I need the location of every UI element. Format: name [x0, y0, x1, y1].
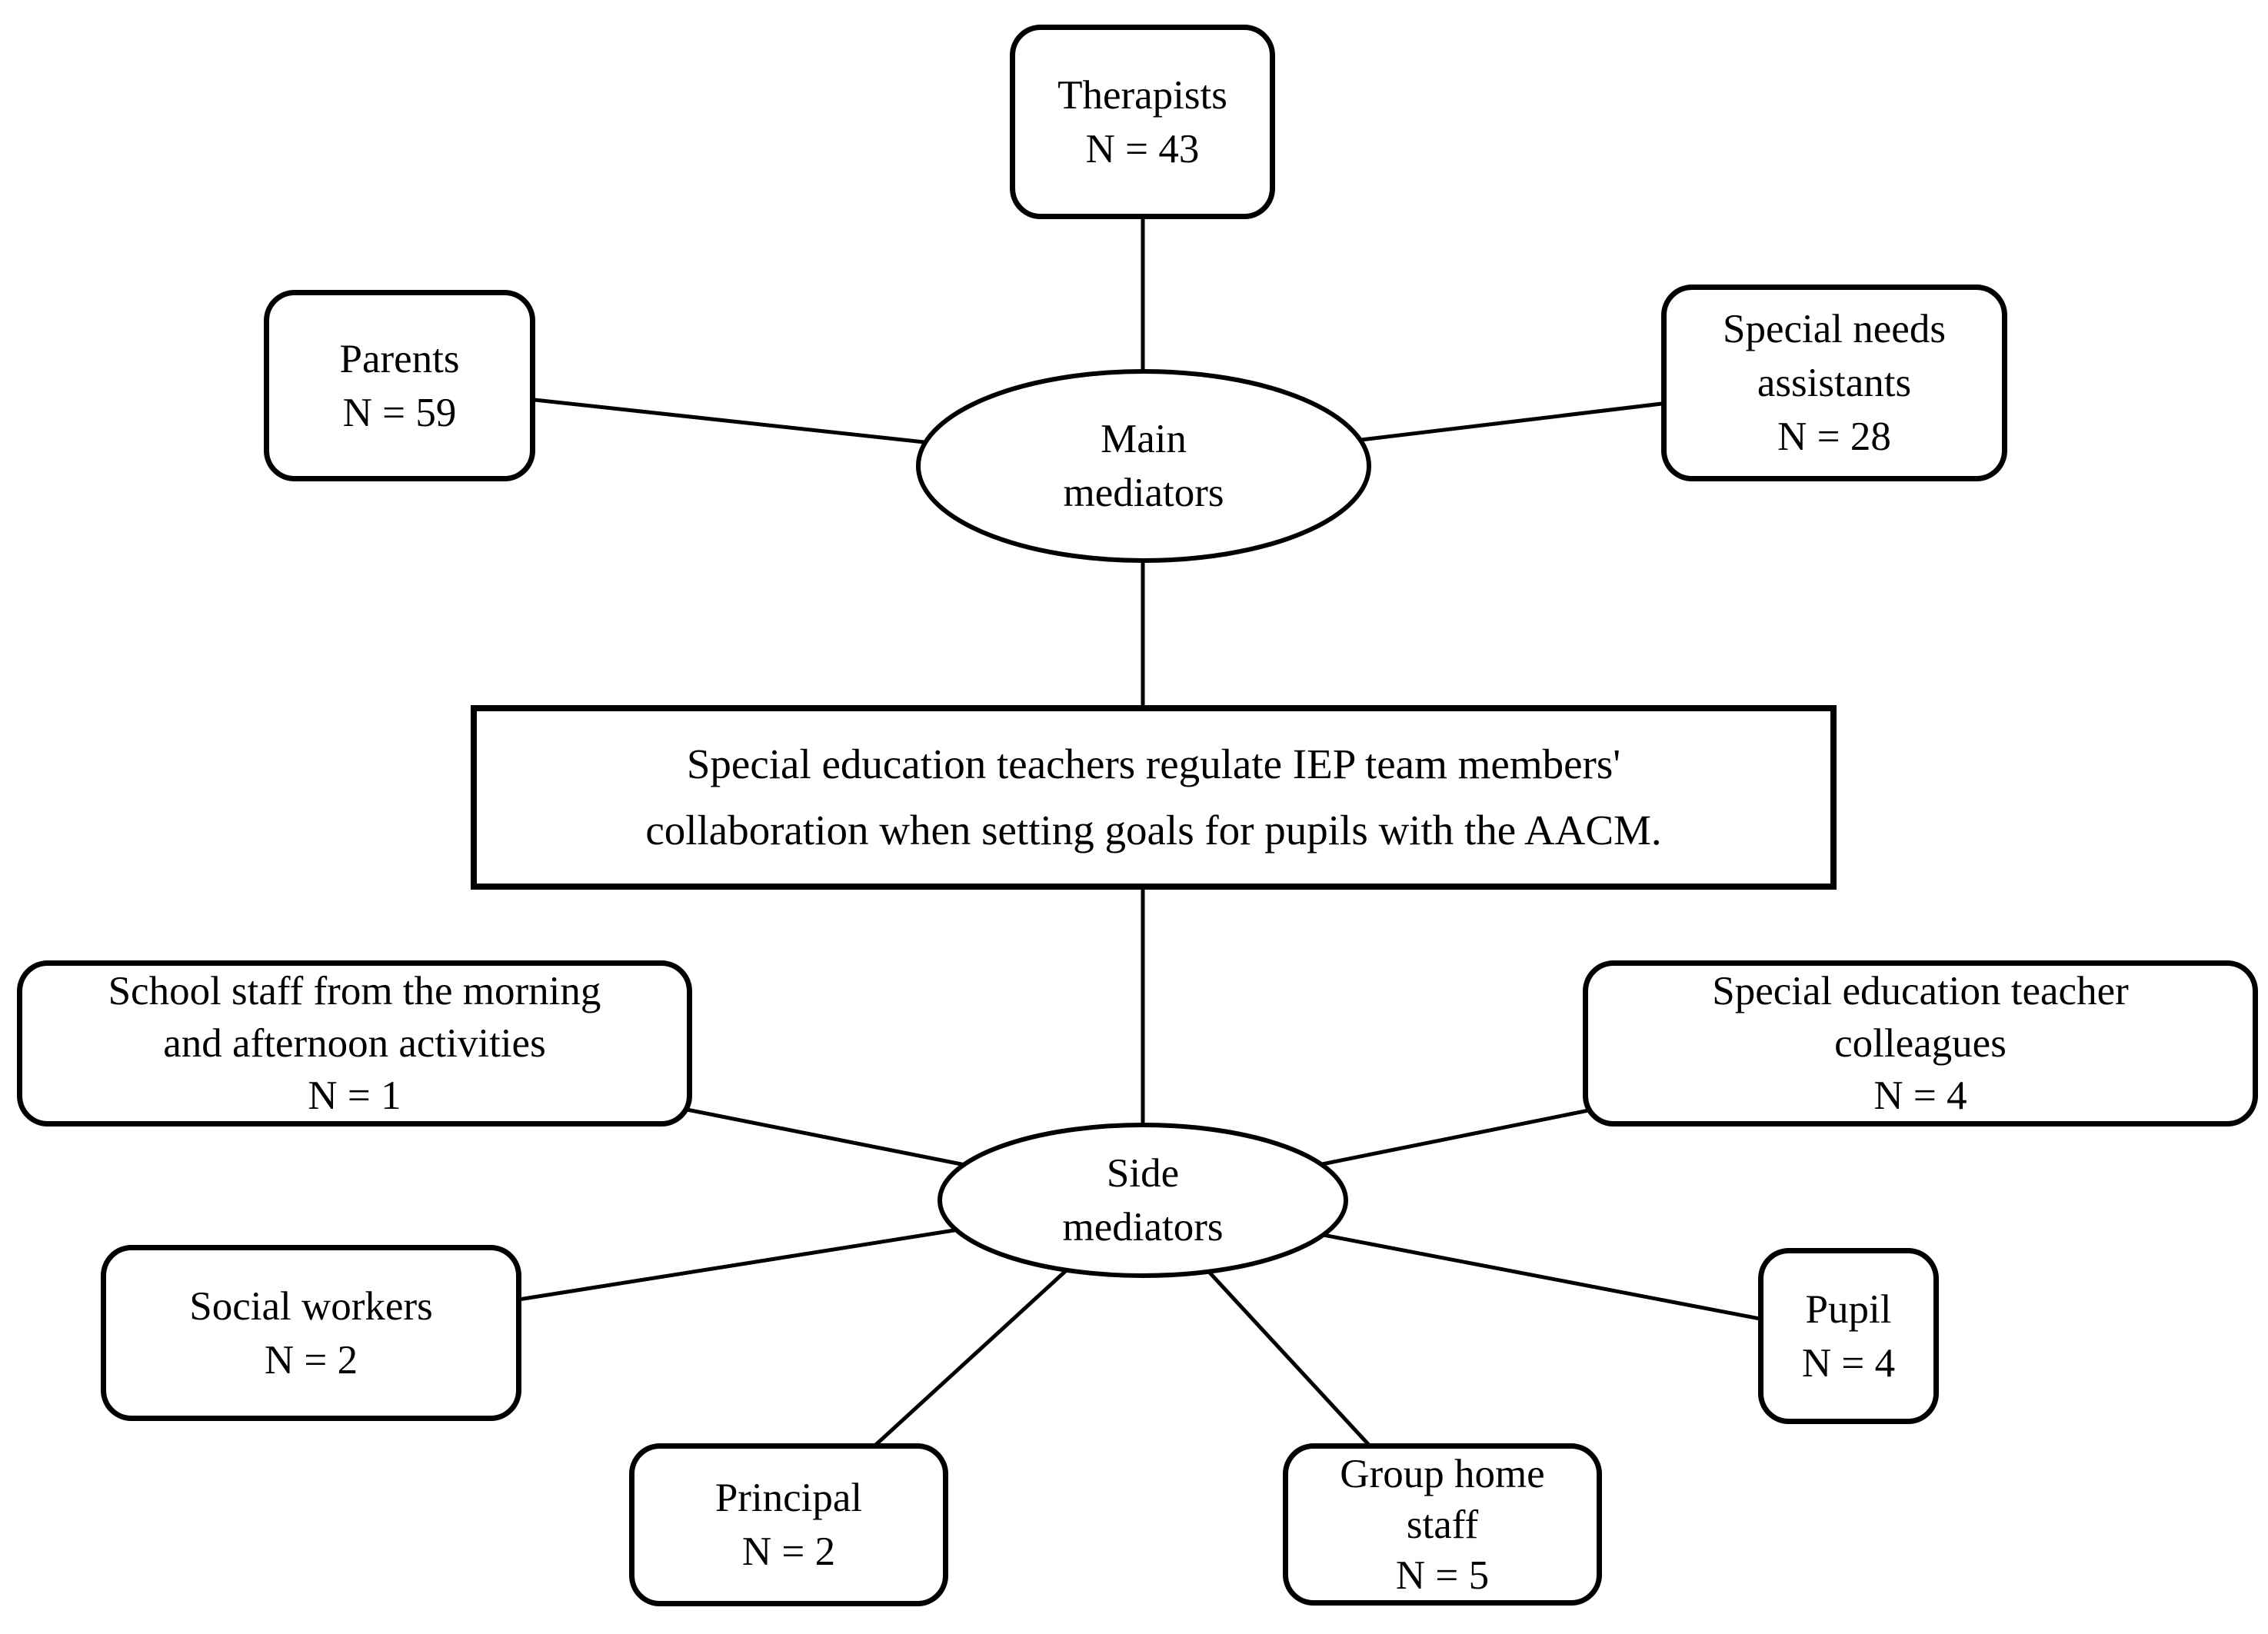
node-main-mediators-label: Main mediators [918, 371, 1369, 561]
node-label: mediators [1062, 1205, 1224, 1250]
node-parents: Parents N = 59 [264, 290, 535, 481]
node-count: N = 1 [308, 1073, 401, 1118]
node-side-mediators-ellipse [938, 1123, 1348, 1278]
statement-line: collaboration when setting goals for pup… [645, 807, 1662, 854]
node-label: Social workers [189, 1283, 433, 1329]
node-count: N = 4 [1873, 1073, 1967, 1118]
node-count: N = 43 [1085, 126, 1200, 171]
node-label: and afternoon activities [163, 1021, 546, 1066]
node-statement: Special education teachers regulate IEP … [471, 705, 1837, 890]
node-count: N = 59 [342, 390, 457, 435]
node-side-mediators-label: Side mediators [940, 1125, 1346, 1276]
statement-line: Special education teachers regulate IEP … [686, 740, 1621, 787]
node-therapists: Therapists N = 43 [1010, 25, 1275, 219]
node-special-needs-assistants: Special needs assistants N = 28 [1661, 285, 2007, 481]
node-label: Parents [339, 336, 460, 381]
node-label: Special education teacher [1712, 969, 2129, 1013]
node-label: Side [1106, 1151, 1180, 1196]
node-label: Special needs [1723, 307, 1946, 351]
node-label: staff [1406, 1502, 1479, 1547]
node-label: Principal [714, 1476, 863, 1520]
node-label: School staff from the morning [108, 969, 601, 1013]
node-social-workers: Social workers N = 2 [101, 1245, 521, 1421]
node-count: N = 2 [264, 1337, 358, 1383]
node-principal: Principal N = 2 [629, 1443, 948, 1606]
node-label: assistants [1757, 361, 1912, 405]
node-label: Therapists [1057, 72, 1227, 118]
node-group-home-staff: Group home staff N = 5 [1283, 1443, 1602, 1606]
node-label: colleagues [1834, 1021, 2007, 1066]
node-main-mediators-ellipse [916, 369, 1371, 563]
node-label: Pupil [1805, 1286, 1892, 1332]
node-label: Main [1101, 417, 1187, 461]
node-count: N = 2 [741, 1529, 836, 1574]
node-count: N = 28 [1777, 414, 1891, 459]
node-count: N = 5 [1395, 1552, 1490, 1598]
node-label: Group home [1340, 1451, 1545, 1496]
node-label: mediators [1063, 471, 1224, 515]
node-pupil: Pupil N = 4 [1758, 1248, 1939, 1424]
node-teacher-colleagues: Special education teacher colleagues N =… [1583, 960, 2258, 1126]
node-school-staff: School staff from the morning and aftern… [17, 960, 692, 1126]
node-count: N = 4 [1801, 1340, 1896, 1386]
